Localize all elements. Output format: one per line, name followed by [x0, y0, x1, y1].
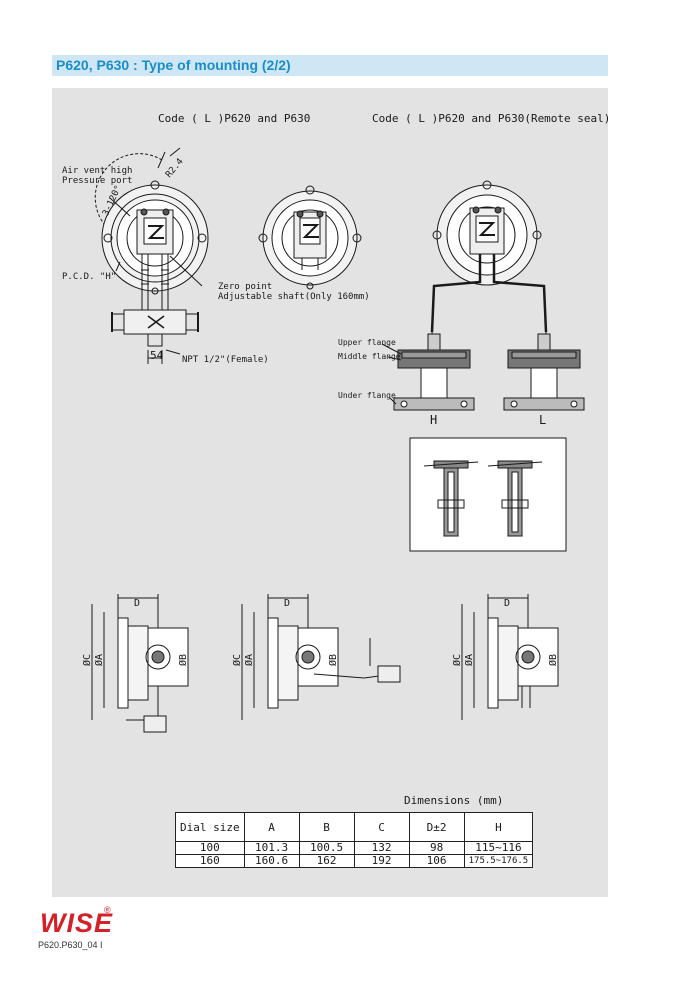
- phi-b-label-3: ØB: [547, 654, 559, 666]
- column-header: H: [463, 812, 534, 842]
- panel-mount-side-view-1: [91, 594, 189, 733]
- radius-label: R2.4: [164, 157, 186, 180]
- table-row: 100 101.3 100.5 132 98 115~116: [175, 841, 534, 855]
- phi-c-label-1: ØC: [81, 654, 93, 666]
- code-label-left: Code ( L )P620 and P630: [158, 112, 310, 125]
- column-header: D±2: [408, 812, 465, 842]
- pressure-port-label: Pressure port: [62, 176, 132, 186]
- flange-assembly-h: [393, 333, 475, 411]
- gauge-remote-seal-view: [430, 180, 548, 351]
- middle-flange-label: Middle flange: [338, 352, 401, 361]
- page-title: P620, P630 : Type of mounting (2/2): [56, 57, 291, 73]
- section-detail-box: [409, 437, 567, 552]
- dimensions-table: Dial size A B C D±2 H 100 101.3 100.5 13…: [175, 812, 534, 868]
- table-cell: 98: [408, 841, 465, 855]
- panel-mount-side-view-2: [241, 594, 401, 720]
- document-id: P620.P630_04 I: [38, 940, 103, 950]
- gauge-front-view: [258, 185, 362, 290]
- under-flange-label: Under flange: [338, 391, 396, 400]
- table-cell: 175.5~176.5: [463, 854, 534, 868]
- table-cell: 160: [175, 854, 245, 868]
- table-cell: 132: [353, 841, 410, 855]
- wise-logo: WISE: [40, 908, 114, 938]
- registered-mark: ®: [104, 905, 111, 915]
- column-header: A: [243, 812, 300, 842]
- table-cell: 106: [408, 854, 465, 868]
- d-label-1: D: [134, 598, 140, 609]
- npt-label: NPT 1/2"(Female): [182, 355, 269, 365]
- table-row: 160 160.6 162 192 106 175.5~176.5: [175, 854, 534, 868]
- dim-54-label: 54: [150, 349, 164, 362]
- l-label: L: [539, 413, 546, 427]
- panel-mount-side-view-3: [461, 594, 559, 720]
- phi-a-label-1: ØA: [93, 654, 105, 666]
- table-cell: 162: [298, 854, 355, 868]
- zero-point-label: Zero point: [218, 282, 272, 292]
- table-cell: 192: [353, 854, 410, 868]
- phi-b-label-2: ØB: [327, 654, 339, 666]
- gauge-front-view-with-manifold: [94, 147, 209, 364]
- code-label-right: Code ( L )P620 and P630(Remote seal): [372, 112, 608, 125]
- phi-a-label-3: ØA: [463, 654, 475, 666]
- table-cell: 100.5: [298, 841, 355, 855]
- dimensions-caption: Dimensions (mm): [404, 794, 504, 807]
- h-label: H: [430, 413, 437, 427]
- air-vent-label: Air vent high: [62, 166, 132, 176]
- upper-flange-label: Upper flange: [338, 338, 396, 347]
- phi-c-label-3: ØC: [451, 654, 463, 666]
- adjustable-shaft-label: Adjustable shaft(Only 160mm): [218, 292, 370, 302]
- column-header: C: [353, 812, 410, 842]
- flange-assembly-l: [503, 333, 585, 411]
- column-header: Dial size: [175, 812, 245, 842]
- table-header-row: Dial size A B C D±2 H: [175, 812, 534, 842]
- column-header: B: [298, 812, 355, 842]
- phi-c-label-2: ØC: [231, 654, 243, 666]
- title-bar: P620, P630 : Type of mounting (2/2): [52, 55, 608, 76]
- d-label-2: D: [284, 598, 290, 609]
- technical-drawing: Code ( L )P620 and P630 Code ( L )P620 a…: [62, 112, 608, 733]
- phi-b-label-1: ØB: [177, 654, 189, 666]
- table-cell: 115~116: [463, 841, 534, 855]
- phi-a-label-2: ØA: [243, 654, 255, 666]
- table-cell: 100: [175, 841, 245, 855]
- d-label-3: D: [504, 598, 510, 609]
- table-cell: 101.3: [243, 841, 300, 855]
- pcd-label: P.C.D. "H": [62, 272, 116, 282]
- drawing-panel: Code ( L )P620 and P630 Code ( L )P620 a…: [52, 88, 608, 897]
- table-cell: 160.6: [243, 854, 300, 868]
